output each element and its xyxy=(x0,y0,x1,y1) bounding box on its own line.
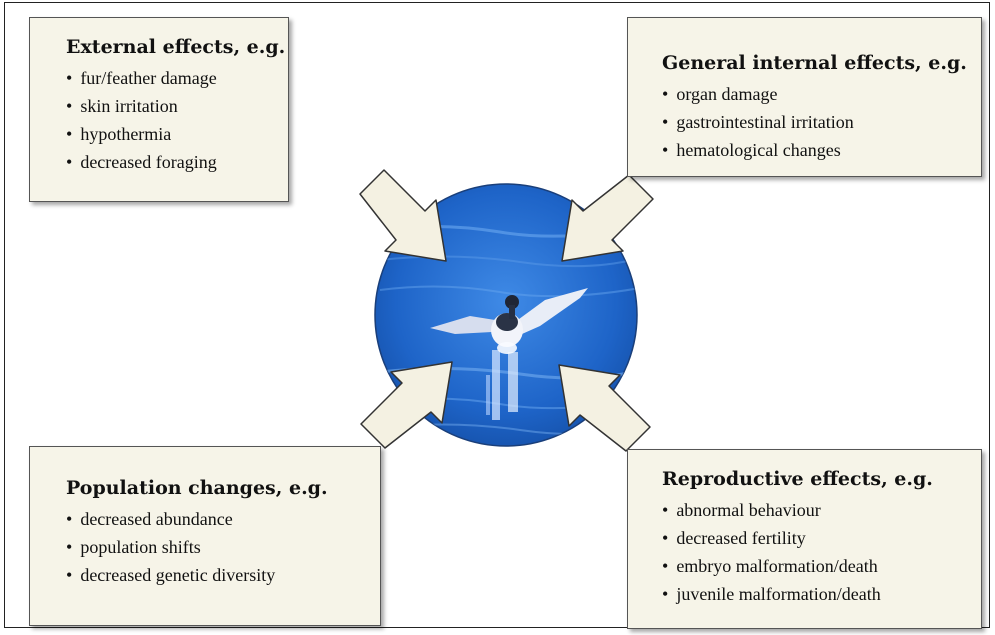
external-effects-list: fur/feather damage skin irritation hypot… xyxy=(66,64,288,176)
reproductive-effects-box: Reproductive effects, e.g. abnormal beha… xyxy=(627,449,982,629)
list-item: gastrointestinal irritation xyxy=(662,108,981,136)
list-item: embryo malformation/death xyxy=(662,552,981,580)
population-changes-list: decreased abundance population shifts de… xyxy=(66,505,380,589)
internal-effects-list: organ damage gastrointestinal irritation… xyxy=(662,80,981,164)
external-effects-box: External effects, e.g. fur/feather damag… xyxy=(29,17,289,202)
list-item: abnormal behaviour xyxy=(662,496,981,524)
list-item: decreased abundance xyxy=(66,505,380,533)
population-changes-box: Population changes, e.g. decreased abund… xyxy=(29,446,381,626)
list-item: decreased foraging xyxy=(66,148,288,176)
list-item: organ damage xyxy=(662,80,981,108)
list-item: population shifts xyxy=(66,533,380,561)
external-effects-title: External effects, e.g. xyxy=(66,36,286,58)
reproductive-effects-title: Reproductive effects, e.g. xyxy=(662,468,933,490)
bird-icon xyxy=(430,288,588,354)
internal-effects-box: General internal effects, e.g. organ dam… xyxy=(627,17,982,177)
list-item: skin irritation xyxy=(66,92,288,120)
internal-effects-title: General internal effects, e.g. xyxy=(662,52,967,74)
reproductive-effects-list: abnormal behaviour decreased fertility e… xyxy=(662,496,981,608)
population-changes-title: Population changes, e.g. xyxy=(66,477,328,499)
list-item: fur/feather damage xyxy=(66,64,288,92)
list-item: decreased fertility xyxy=(662,524,981,552)
list-item: juvenile malformation/death xyxy=(662,580,981,608)
list-item: hematological changes xyxy=(662,136,981,164)
list-item: hypothermia xyxy=(66,120,288,148)
list-item: decreased genetic diversity xyxy=(66,561,380,589)
